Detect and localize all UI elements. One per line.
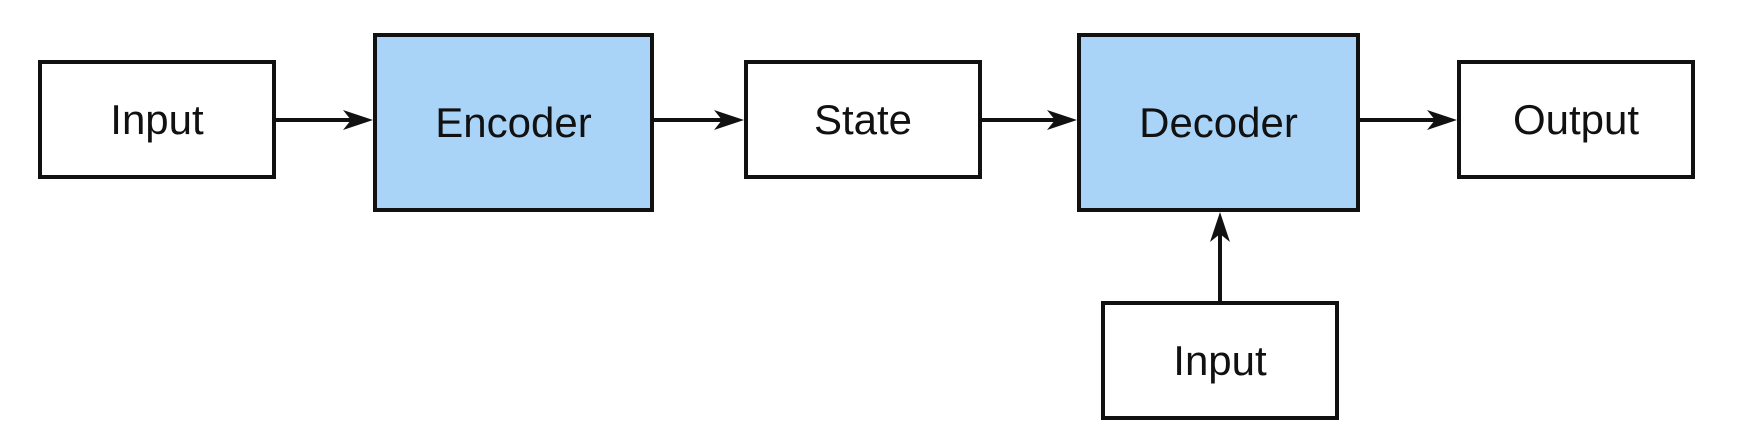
decoder-input-node: Input	[1101, 301, 1339, 420]
arrowhead-decoder-to-output	[1427, 110, 1457, 130]
state-node: State	[744, 60, 982, 179]
input-node: Input	[38, 60, 276, 179]
arrowhead-encoder-to-state	[714, 110, 744, 130]
arrowhead-state-to-decoder	[1047, 110, 1077, 130]
arrowhead-input-to-encoder	[343, 110, 373, 130]
output-node: Output	[1457, 60, 1695, 179]
arrowhead-input-to-decoder	[1210, 212, 1230, 242]
decoder-node: Decoder	[1077, 33, 1360, 212]
encoder-node: Encoder	[373, 33, 654, 212]
